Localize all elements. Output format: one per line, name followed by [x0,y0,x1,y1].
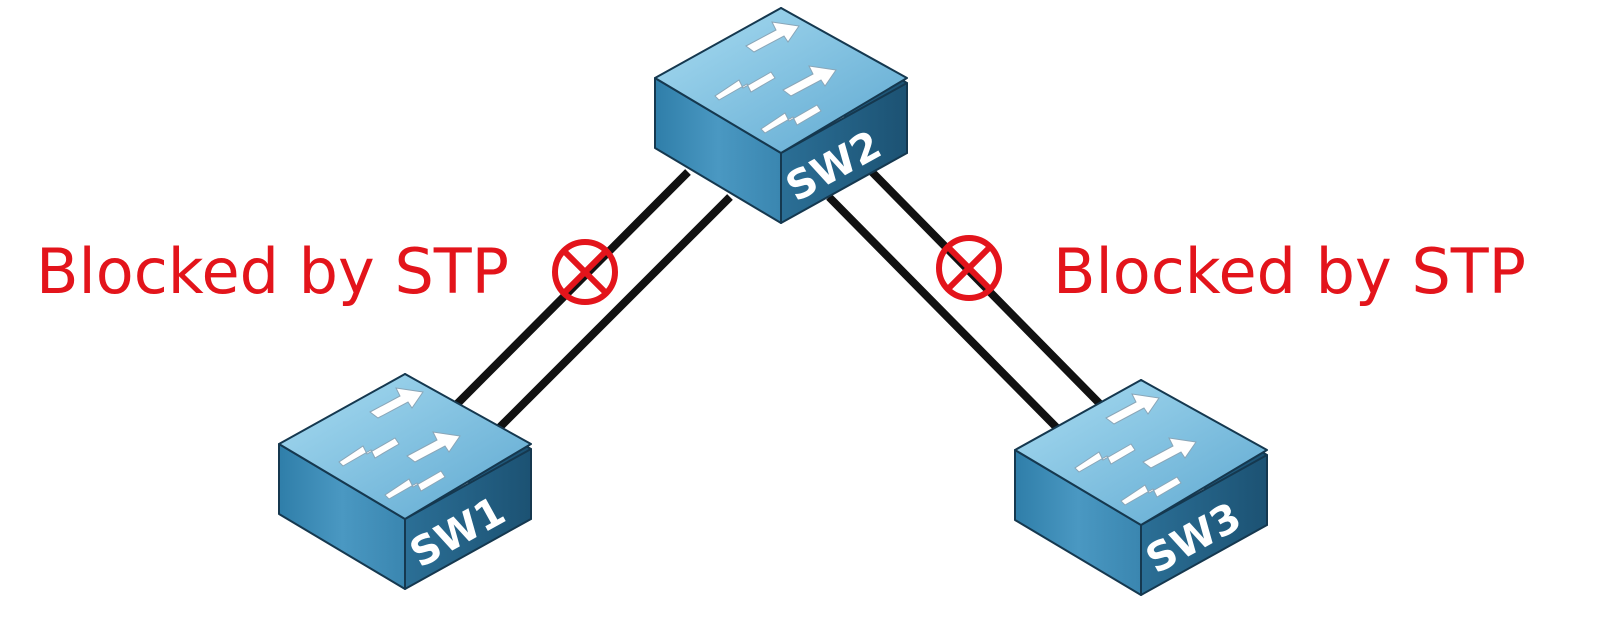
blocked-port-icon-left [555,242,615,302]
link-sw2-sw1-active [496,194,733,431]
switch-sw3: SW3 [1014,379,1268,596]
link-sw2-sw3-active [826,194,1061,432]
switch-arrows-icon [654,7,908,224]
blocked-by-stp-label-right: Blocked by STP [1053,235,1527,308]
blocked-by-stp-label-left: Blocked by STP [36,235,510,308]
switch-sw2: SW2 [654,7,908,224]
switch-sw1: SW1 [278,373,532,590]
switch-arrows-icon [1014,379,1268,596]
switch-arrows-icon [278,373,532,590]
blocked-port-icon-right [939,238,999,298]
